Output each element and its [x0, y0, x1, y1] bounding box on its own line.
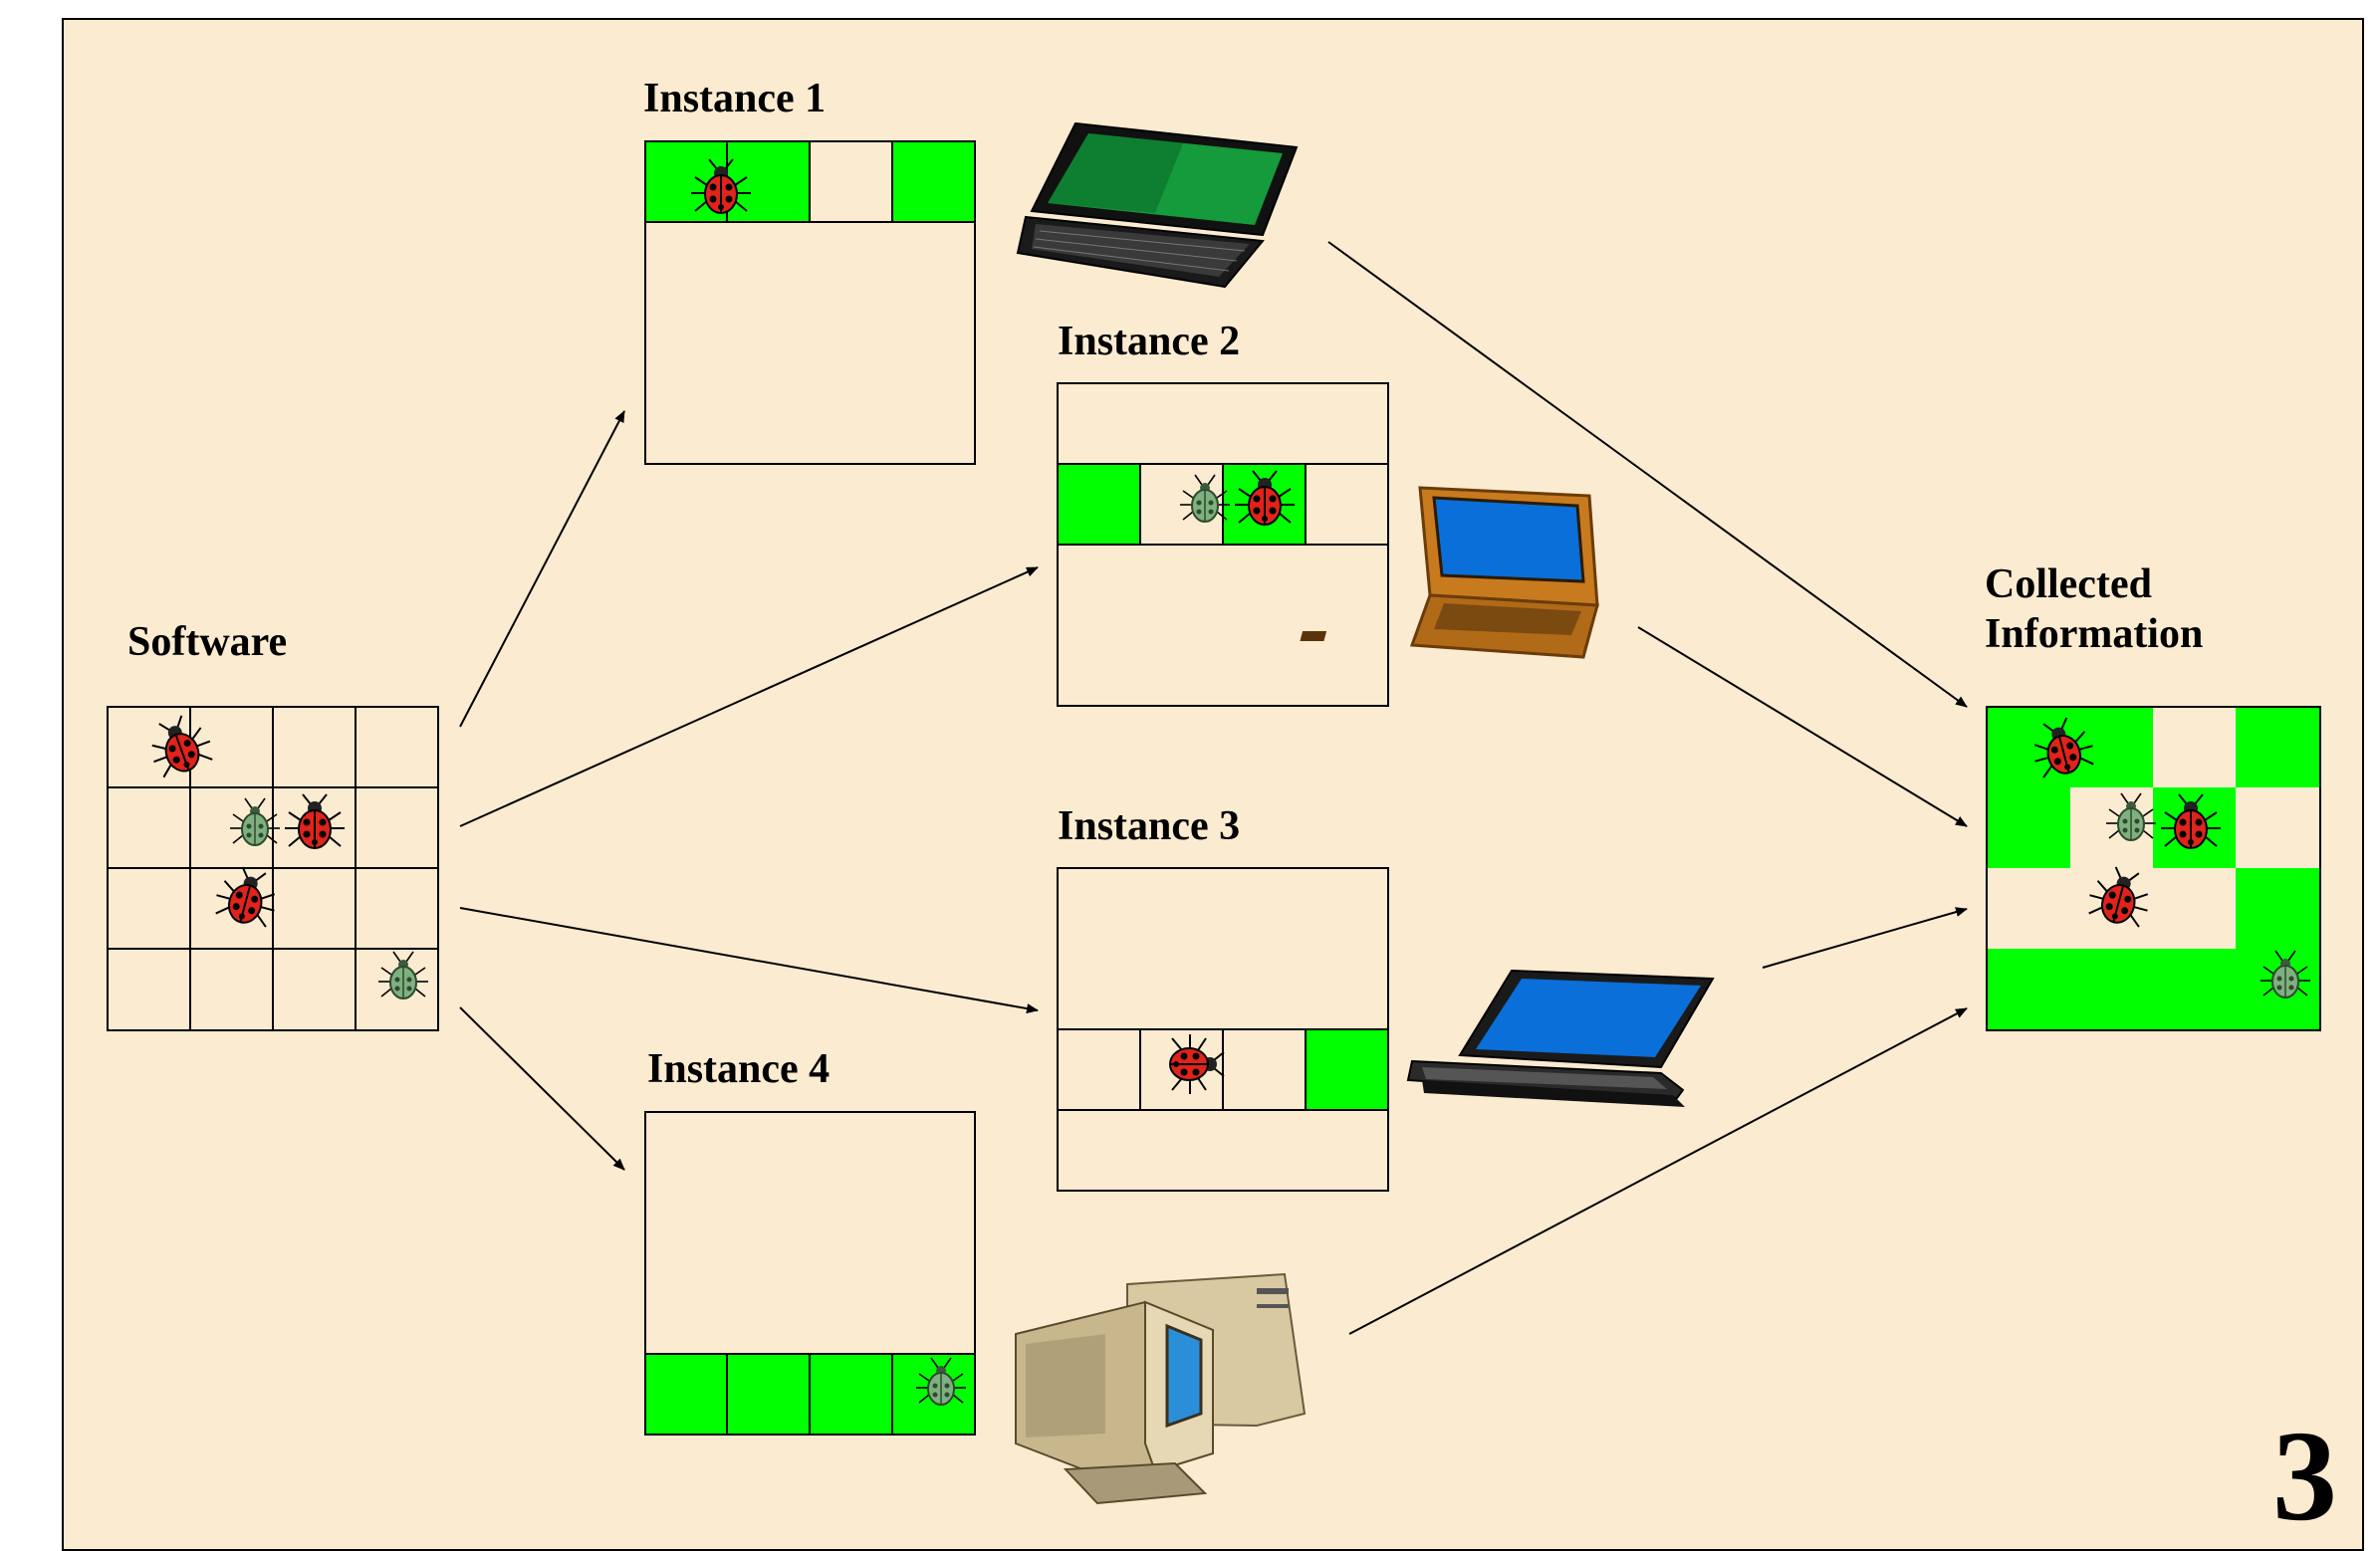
page-number: 3 [2272, 1405, 2337, 1548]
instance2-grid [1057, 382, 1389, 707]
laptop-icon [1016, 121, 1299, 289]
collected-label-line2: Information [1985, 611, 2204, 657]
bug-icon [284, 793, 346, 849]
instance3-label: Instance 3 [1058, 803, 1241, 849]
instance1-label: Instance 1 [643, 76, 827, 121]
software-grid [107, 706, 439, 1031]
instance4-label: Instance 4 [647, 1046, 831, 1092]
instance2-label: Instance 2 [1058, 319, 1241, 364]
collected-grid [1986, 706, 2321, 1031]
instance1-grid [644, 140, 976, 465]
collected-label-line1: Collected [1985, 561, 2152, 607]
instance3-grid [1057, 867, 1389, 1192]
bug-icon [377, 951, 429, 999]
laptop-icon [1406, 969, 1715, 1107]
bug-icon [1169, 1033, 1225, 1095]
laptop-icon [1300, 486, 1599, 659]
flow-arrows [459, 241, 1968, 1335]
instance4-grid [644, 1111, 976, 1436]
software-label: Software [127, 619, 288, 665]
desktop-computer-icon [1015, 1272, 1307, 1505]
bug-icon [140, 708, 218, 781]
